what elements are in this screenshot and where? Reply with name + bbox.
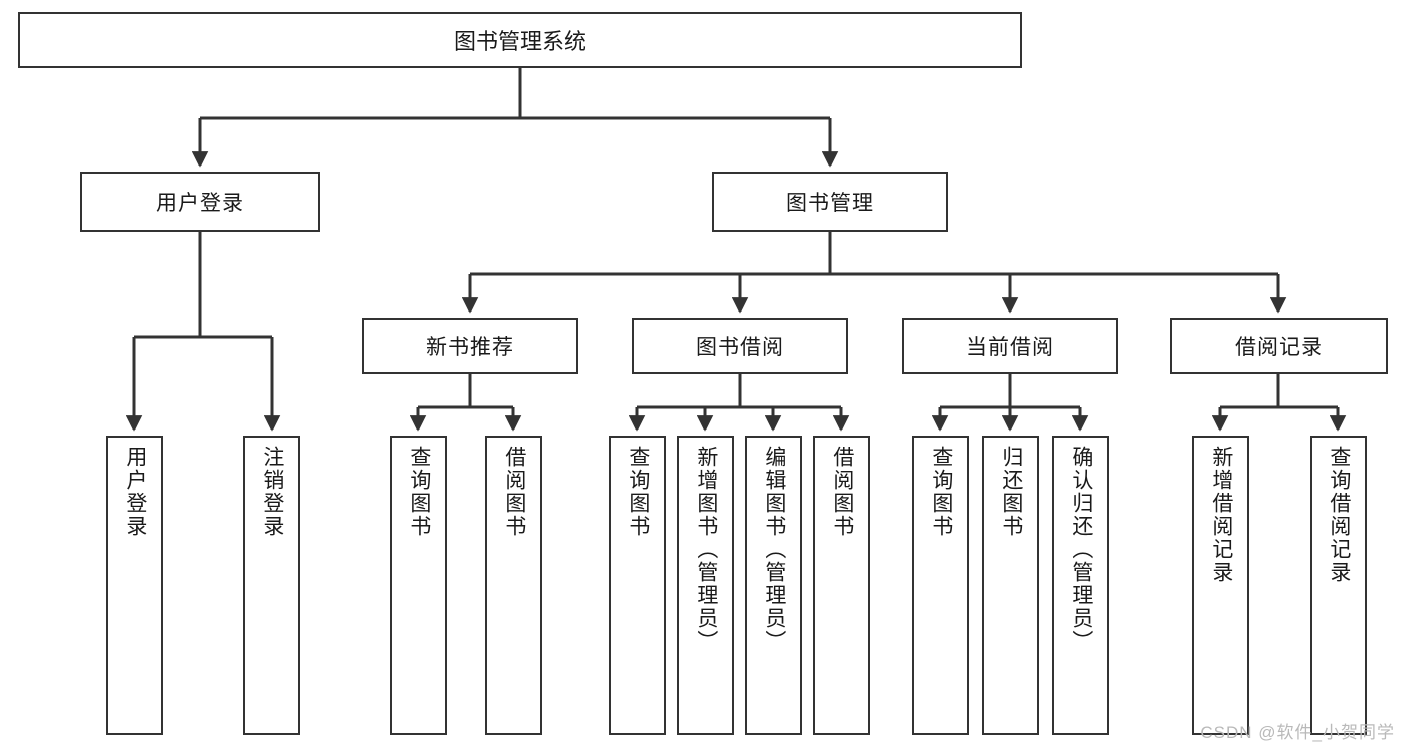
node-leaf-query-book-recommend[interactable]: 查询图书 (390, 436, 447, 735)
node-leaf-query-book-current-label: 查询图书 (929, 446, 953, 538)
node-leaf-confirm-return-admin[interactable]: 确认归还（管理员） (1052, 436, 1109, 735)
node-book-management[interactable]: 图书管理 (712, 172, 948, 232)
node-leaf-query-borrow-record[interactable]: 查询借阅记录 (1310, 436, 1367, 735)
node-current-borrow[interactable]: 当前借阅 (902, 318, 1118, 374)
node-user-login[interactable]: 用户登录 (80, 172, 320, 232)
node-leaf-borrow-book-label: 借阅图书 (830, 446, 854, 538)
node-leaf-borrow-book-recommend-label: 借阅图书 (502, 446, 526, 538)
node-leaf-user-logout[interactable]: 注销登录 (243, 436, 300, 735)
node-leaf-add-borrow-record[interactable]: 新增借阅记录 (1192, 436, 1249, 735)
node-leaf-add-borrow-record-label: 新增借阅记录 (1209, 446, 1233, 584)
node-leaf-user-login[interactable]: 用户登录 (106, 436, 163, 735)
node-leaf-query-book-borrow[interactable]: 查询图书 (609, 436, 666, 735)
node-leaf-edit-book-admin[interactable]: 编辑图书（管理员） (745, 436, 802, 735)
node-leaf-user-login-label: 用户登录 (123, 446, 147, 538)
node-leaf-confirm-return-admin-label: 确认归还（管理员） (1069, 446, 1093, 653)
node-user-login-label: 用户登录 (156, 192, 244, 215)
node-leaf-return-book-label: 归还图书 (999, 446, 1023, 538)
node-new-book-recommend-label: 新书推荐 (426, 336, 514, 359)
node-leaf-add-book-admin-label: 新增图书（管理员） (694, 446, 718, 653)
node-book-borrow[interactable]: 图书借阅 (632, 318, 848, 374)
node-leaf-user-logout-label: 注销登录 (260, 446, 284, 538)
node-borrow-record[interactable]: 借阅记录 (1170, 318, 1388, 374)
node-book-borrow-label: 图书借阅 (696, 336, 784, 359)
node-leaf-borrow-book[interactable]: 借阅图书 (813, 436, 870, 735)
node-leaf-query-book-borrow-label: 查询图书 (626, 446, 650, 538)
node-root[interactable]: 图书管理系统 (18, 12, 1022, 68)
node-new-book-recommend[interactable]: 新书推荐 (362, 318, 578, 374)
node-leaf-query-borrow-record-label: 查询借阅记录 (1327, 446, 1351, 584)
node-leaf-borrow-book-recommend[interactable]: 借阅图书 (485, 436, 542, 735)
node-leaf-query-book-current[interactable]: 查询图书 (912, 436, 969, 735)
node-leaf-query-book-recommend-label: 查询图书 (407, 446, 431, 538)
node-book-management-label: 图书管理 (786, 192, 874, 215)
node-current-borrow-label: 当前借阅 (966, 336, 1054, 359)
node-leaf-add-book-admin[interactable]: 新增图书（管理员） (677, 436, 734, 735)
node-leaf-return-book[interactable]: 归还图书 (982, 436, 1039, 735)
node-borrow-record-label: 借阅记录 (1235, 336, 1323, 359)
node-root-label: 图书管理系统 (453, 29, 586, 54)
node-leaf-edit-book-admin-label: 编辑图书（管理员） (762, 446, 786, 653)
